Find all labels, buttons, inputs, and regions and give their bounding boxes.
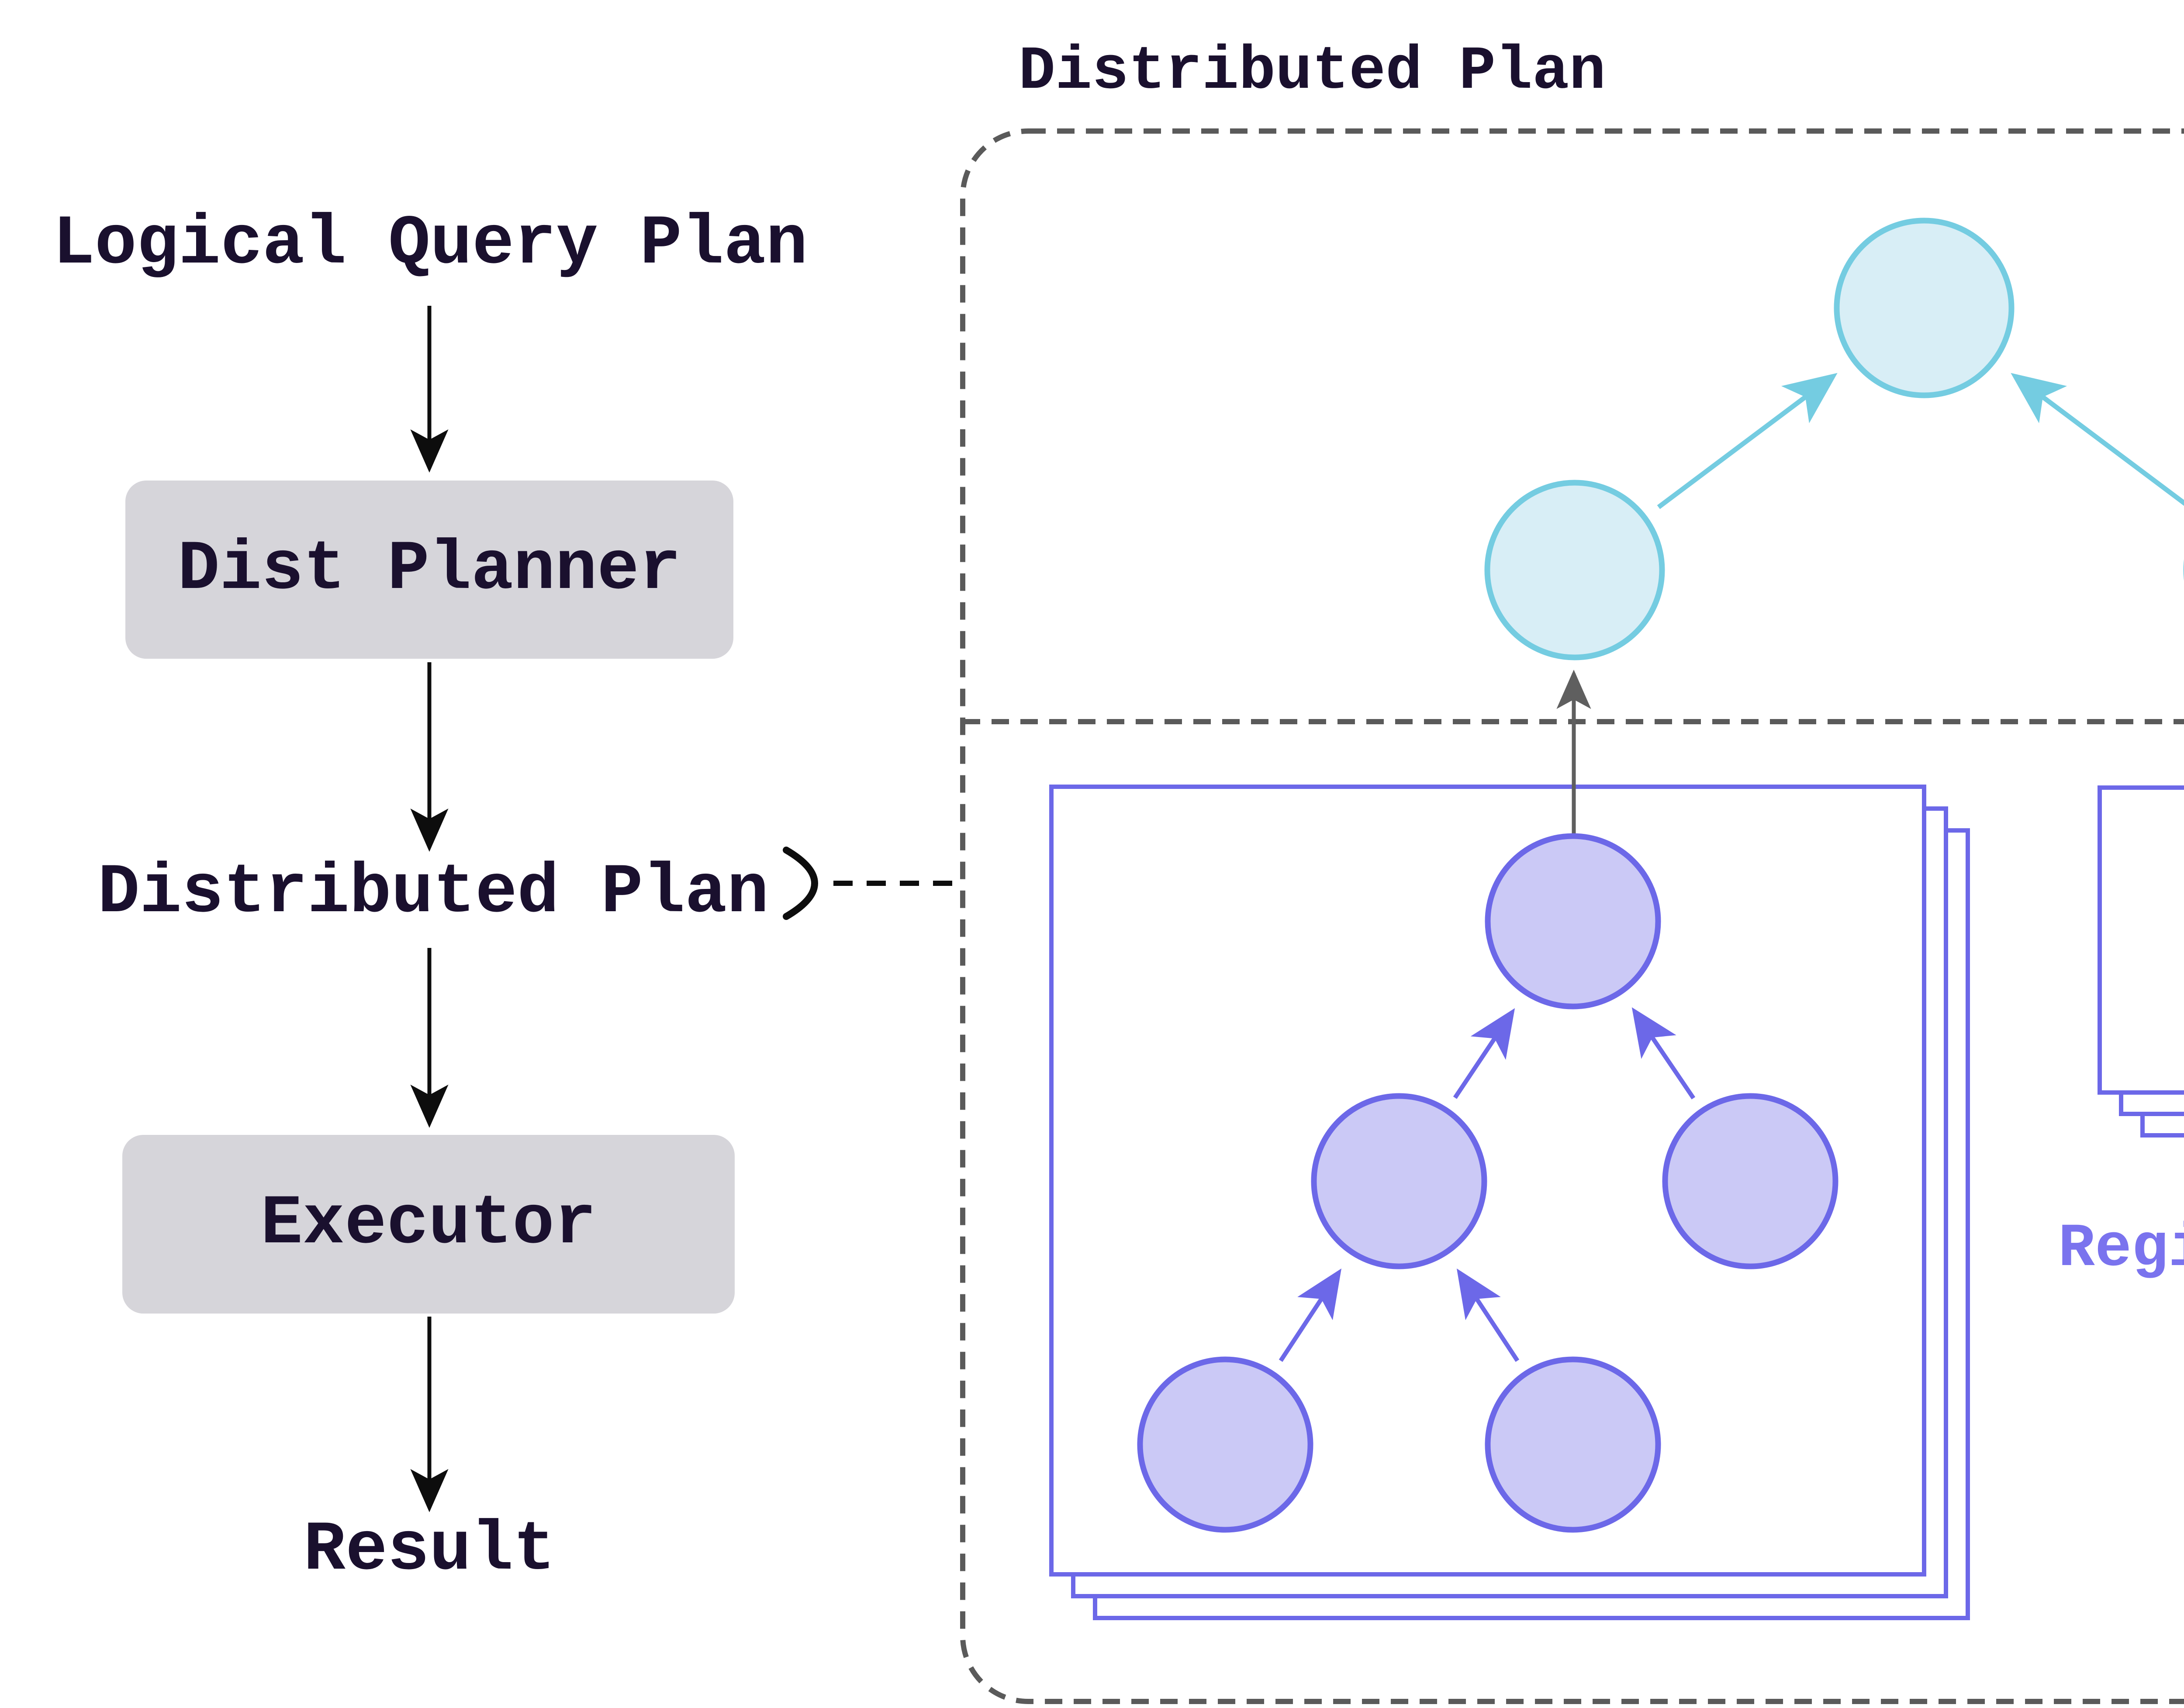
distributed-plan-label: Distributed Plan	[97, 854, 769, 933]
executor-label: Executor	[260, 1185, 597, 1264]
frontend-edge-right-to-root	[2011, 373, 2184, 506]
label-brace	[783, 847, 818, 920]
logical-query-plan-label: Logical Query Plan	[52, 205, 808, 284]
executor-box: Executor	[122, 1135, 735, 1314]
datanode-node-mid-left	[1311, 1093, 1487, 1269]
datanode-node-root	[1485, 833, 1661, 1010]
distributed-plan-boundary	[960, 128, 2184, 1704]
frontend-edge-left-to-root	[1657, 373, 1838, 509]
datanode-node-mid-right	[1662, 1093, 1838, 1269]
dist-planner-label: Dist Planner	[177, 530, 681, 609]
dist-planner-box: Dist Planner	[125, 481, 733, 659]
datanode-node-leaf-1	[1137, 1356, 1313, 1533]
distributed-plan-panel-title: Distributed Plan	[1019, 37, 1606, 107]
regions-label: Regions	[2058, 1214, 2184, 1284]
frontend-node-left	[1484, 480, 1665, 660]
result-label: Result	[303, 1511, 556, 1590]
datanode-box-right-layer1	[2098, 785, 2184, 1095]
frontend-node-root	[1834, 218, 2015, 398]
datanode-edge-leaf2-to-midleft	[1456, 1268, 1520, 1362]
datanode-edge-midleft-to-root	[1453, 1008, 1515, 1099]
datanode-edge-midright-to-root	[1631, 1007, 1696, 1099]
datanode-node-leaf-2	[1485, 1356, 1661, 1533]
datanode-edge-leaf1-to-midleft	[1279, 1268, 1342, 1362]
